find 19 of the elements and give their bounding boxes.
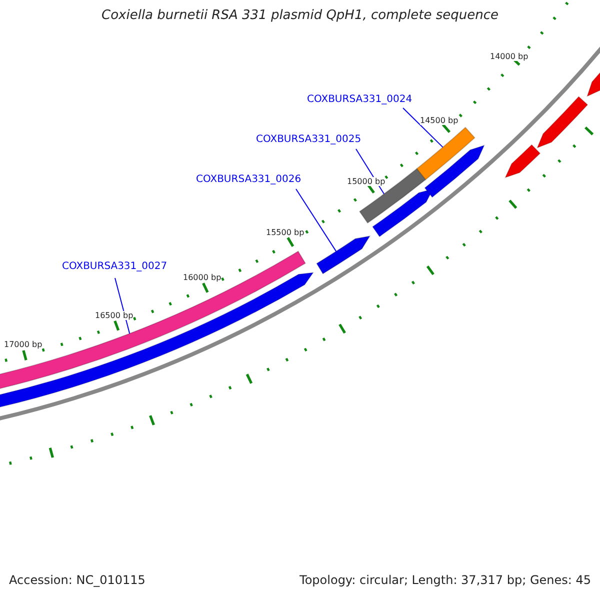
scale-label: 14500 bp	[420, 116, 458, 126]
leader-line	[296, 188, 337, 252]
scale-label: 16000 bp	[183, 273, 222, 282]
scale-label: 16500 bp	[95, 311, 134, 320]
scale-label: 15500 bp	[266, 228, 304, 238]
gene-arc	[316, 236, 370, 274]
gene-arc	[416, 126, 476, 180]
accession-text: Accession: NC_010115	[9, 574, 146, 588]
gene-label: COXBURSA331_0027	[62, 261, 168, 272]
gene-label: COXBURSA331_0026	[196, 174, 302, 186]
topology-text: Topology: circular; Length: 37,317 bp; Genes: 45	[300, 574, 591, 588]
scale-label: 17000 bp	[4, 340, 42, 350]
leader-line	[402, 108, 444, 148]
map-title: Coxiella burnetii RSA 331 plasmid QpH1, complete sequence	[100, 9, 500, 24]
leader-line	[114, 278, 130, 334]
gene-label: COXBURSA331_0025	[256, 134, 362, 146]
scale-label: 15000 bp	[347, 177, 386, 186]
scale-label: 14000 bp	[490, 52, 528, 62]
gene-label: COXBURSA331_0024	[307, 94, 412, 106]
